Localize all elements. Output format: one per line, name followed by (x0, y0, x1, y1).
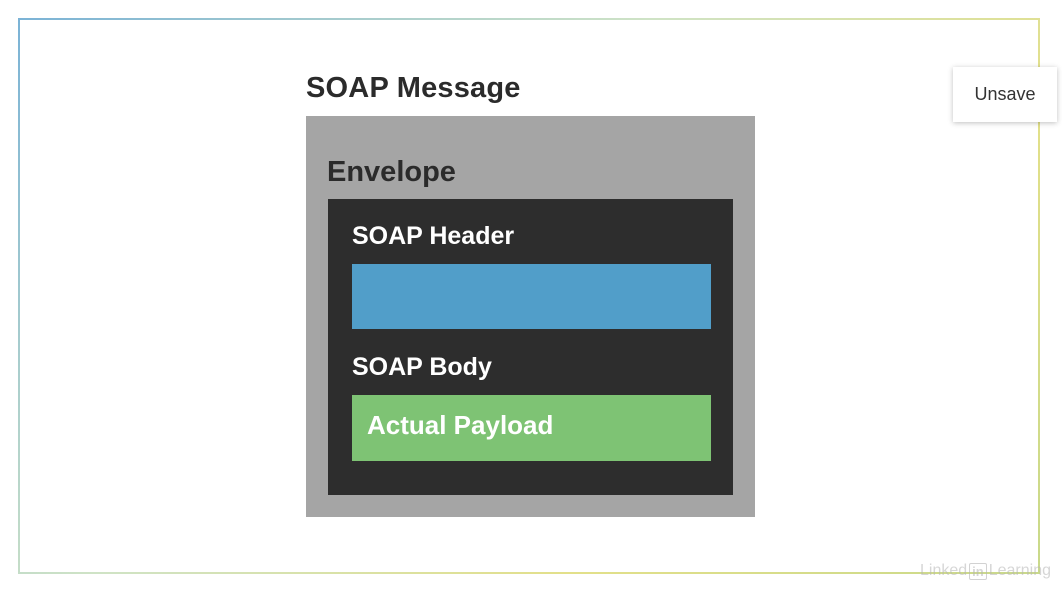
soap-header-label: SOAP Header (352, 222, 515, 250)
soap-envelope: Envelope SOAP Header SOAP Body Actual Pa… (306, 116, 755, 517)
payload-label: Actual Payload (367, 410, 554, 440)
envelope-inner: SOAP Header SOAP Body Actual Payload (328, 199, 733, 495)
diagram-title: SOAP Message (306, 72, 521, 104)
soap-body-block: Actual Payload (352, 395, 711, 461)
soap-body-label: SOAP Body (352, 353, 492, 381)
linkedin-logo-icon: in (969, 562, 987, 580)
unsave-button[interactable]: Unsave (953, 67, 1057, 122)
soap-header-block (352, 264, 711, 329)
watermark-right: Learning (988, 562, 1051, 579)
linkedin-learning-watermark: Linked in Learning (920, 562, 1051, 580)
envelope-label: Envelope (327, 156, 456, 188)
watermark-left: Linked (920, 562, 968, 579)
